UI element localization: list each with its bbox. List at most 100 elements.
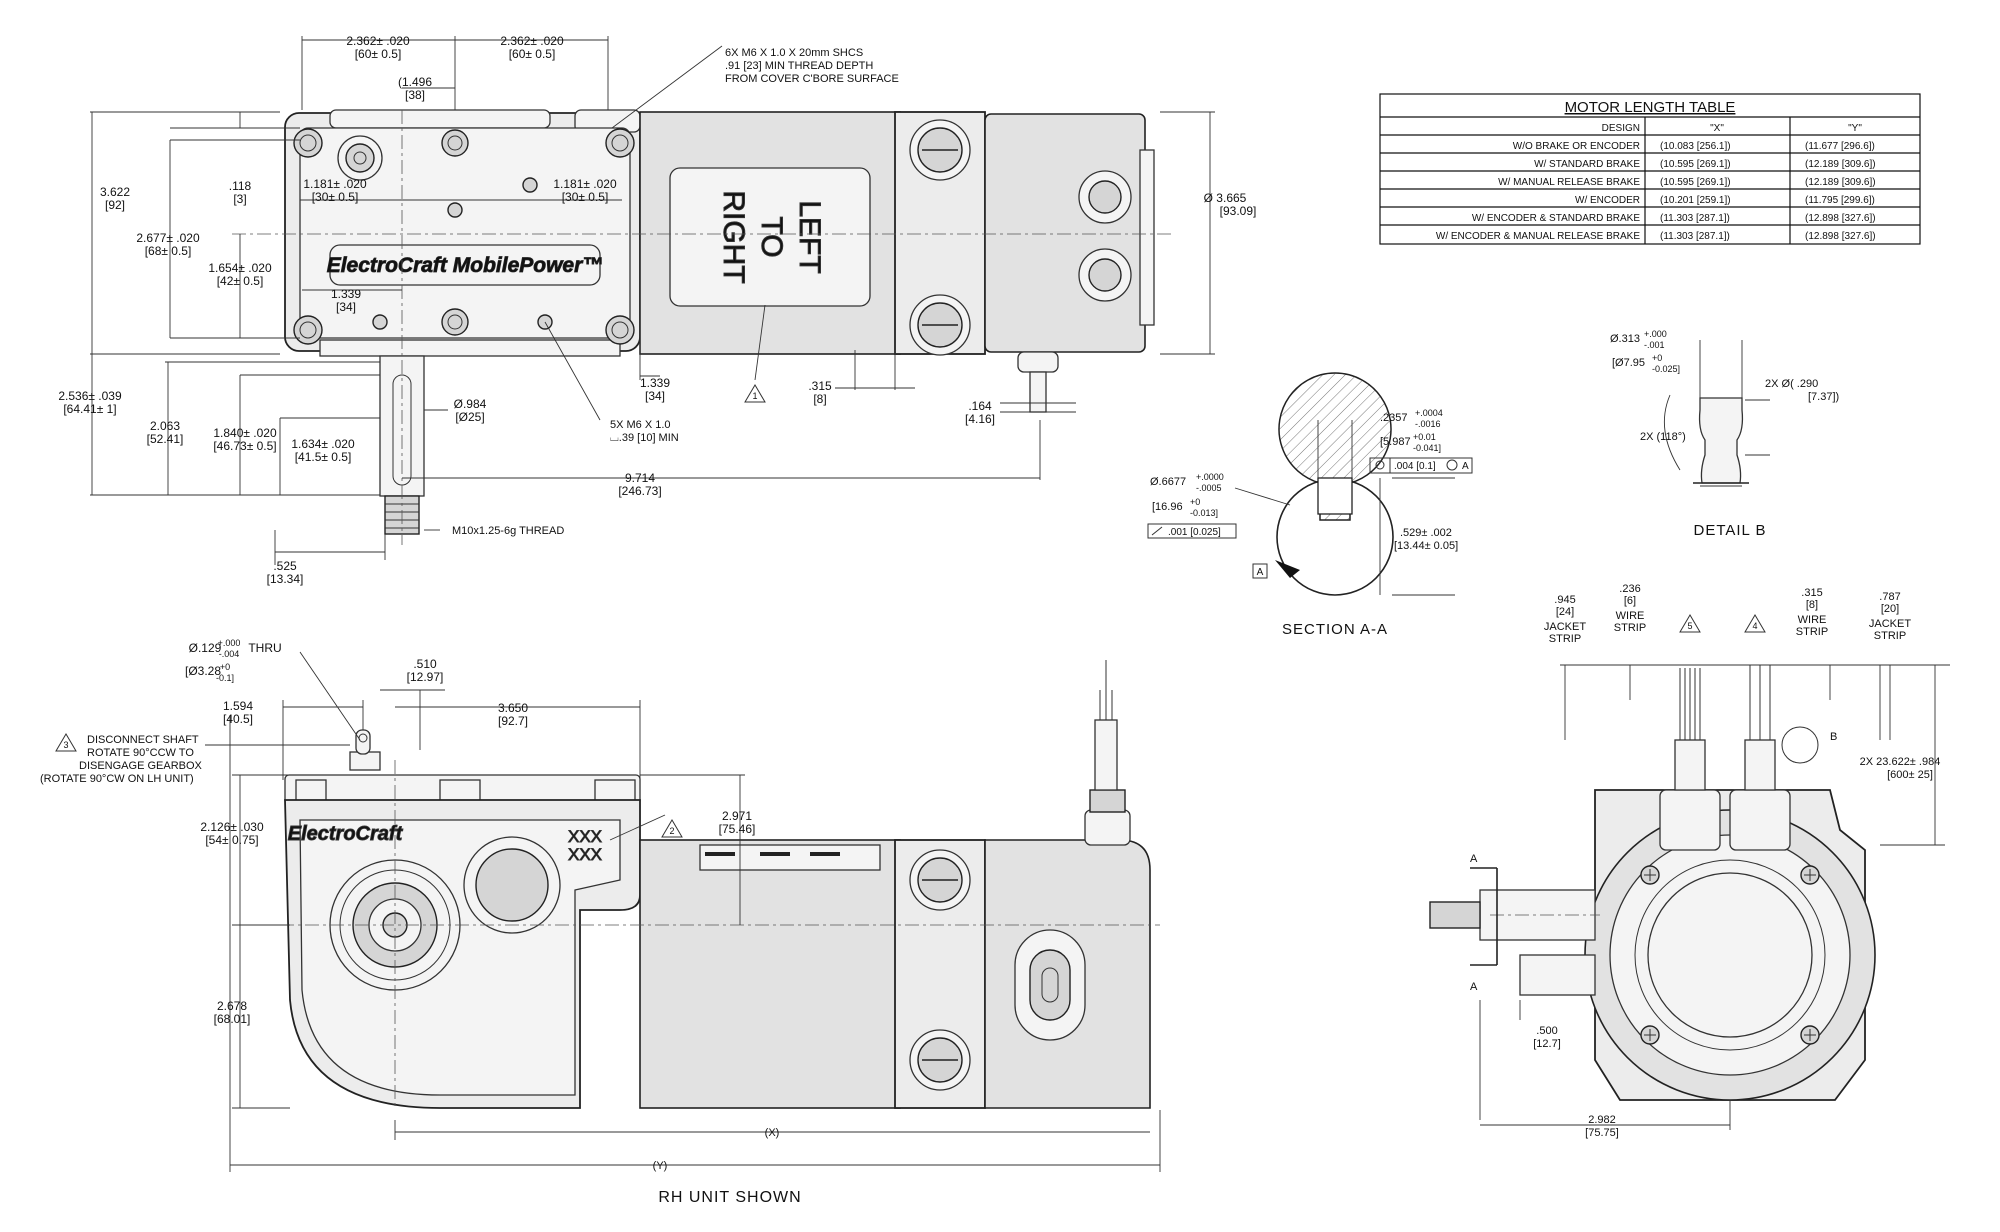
section-aa-label: SECTION A-A [1282,621,1388,638]
fd-3650m: [92.7] [498,714,528,728]
gland-left [1659,789,1721,851]
detb-pinm: [7.37]) [1808,391,1839,403]
table-cell: (11.303 [287.1]) [1660,231,1730,242]
dim-w2m: [60± 0.5] [509,47,556,61]
front-view: ElectroCraft XXX XXX [40,638,1161,1206]
ev-j2: .787 [1879,591,1900,603]
dim-h-totalm: [92] [105,198,125,212]
detb-pin: 2X Ø( .290 [1765,378,1818,390]
tri-4-num: 4 [1752,621,1757,631]
fd-thrum-up: +0 [220,662,230,672]
rh-unit-caption: RH UNIT SHOWN [658,1189,801,1206]
fd-2971m: [75.46] [719,822,756,836]
dim-h-1840m: [46.73± 0.5] [213,439,276,453]
sec-d1-up: +.0000 [1196,472,1224,482]
dim-h-1634m: [41.5± 0.5] [295,450,352,464]
ev-j2a: JACKET [1869,618,1911,630]
dim-h-1654: 1.654± .020 [208,261,272,275]
disc-note-4: (ROTATE 90°CW ON LH UNIT) [40,773,194,785]
cover-screw-icons [293,128,635,345]
ev-j1a: JACKET [1544,621,1586,633]
table-cell: (11.795 [299.6]) [1805,195,1875,206]
table-cell: W/ STANDARD BRAKE [1534,159,1640,170]
fd-2126: 2.126± .030 [200,820,264,834]
table-cell: (12.189 [309.6]) [1805,177,1876,188]
note-triangle-5 [1679,614,1701,633]
ev-w1m: [6] [1624,595,1636,607]
dim-len-9714m: [246.73] [618,484,661,498]
table-cell: (11.303 [287.1]) [1660,213,1730,224]
table-cell: W/ ENCODER & MANUAL RELEASE BRAKE [1436,231,1640,242]
ev-2982m: [75.75] [1585,1127,1619,1139]
note-tri-1-num: 1 [752,391,757,401]
sec-d1m-up: +0 [1190,497,1200,507]
table-cell: (10.595 [269.1]) [1660,177,1731,188]
disconnect-note: DISCONNECT SHAFT ROTATE 90°CCW TO DISENG… [40,734,203,785]
sec-pos: .004 [0.1] [1394,461,1436,472]
table-cell: (11.677 [296.6]) [1805,141,1875,152]
direction-label [669,167,871,307]
dir-left: LEFT [793,200,826,273]
idler-gear-icon [463,836,561,934]
fd-2971: 2.971 [722,809,752,823]
fd-thrum: [Ø3.28 [185,664,221,678]
dir-to: TO [755,216,788,257]
dim-h-164: .164 [968,399,992,413]
ev-w2a: WIRE [1798,614,1827,626]
table-cell: W/ MANUAL RELEASE BRAKE [1498,177,1640,188]
dim-dia-3665: Ø 3.665 [1204,191,1247,205]
ev-500: .500 [1536,1025,1557,1037]
fd-1594: 1.594 [223,699,253,713]
motor-body-front [639,839,901,1109]
table-cell: W/ ENCODER [1575,195,1640,206]
table-cell: W/ ENCODER & STANDARD BRAKE [1472,213,1640,224]
fd-3650: 3.650 [498,701,528,715]
note-screws-1: 6X M6 X 1.0 X 20mm SHCS [725,47,863,59]
end-view: B A A .945 [24] JACKET STRIP .236 [6] [1429,583,1950,1139]
dim-h-315m: [8] [813,392,826,406]
ev-2982: 2.982 [1588,1114,1616,1126]
ev-j2b: STRIP [1874,630,1906,642]
top-dimension-lines [90,36,1215,565]
detb-dm-up: +0 [1652,353,1662,363]
brand-plate [329,244,601,286]
dim-dia-3665m: [93.09] [1220,204,1257,218]
dim-h-1181am: [30± 0.5] [312,190,359,204]
dim-h-1339m: [34] [336,300,356,314]
dim-h-164m: [4.16] [965,412,995,426]
output-bearing-icon [329,859,461,991]
fd-2678: 2.678 [217,999,247,1013]
detb-d: Ø.313 [1610,333,1640,345]
note-screws-2: .91 [23] MIN THREAD DEPTH [725,60,873,72]
disc-note-1: DISCONNECT SHAFT [87,734,199,746]
sec-d1m-lo: -0.013] [1190,508,1218,518]
dim-shaft-d: Ø.984 [454,397,487,411]
motor-length-table: MOTOR LENGTH TABLE DESIGN "X" "Y" W/O BR… [1379,93,1921,245]
fd-thru-word: THRU [248,641,281,655]
end-dimension-lines [1479,664,1950,1130]
brand-text-top: ElectroCraft MobilePower™ [327,254,604,277]
dim-s-525: .525 [273,559,297,573]
ev-w1a: WIRE [1616,610,1645,622]
dim-h-1181b: 1.181± .020 [553,177,617,191]
dim-boltm: [38] [405,88,425,102]
ev-lead: 2X 23.622± .984 [1860,756,1941,768]
dim-w1m: [60± 0.5] [355,47,402,61]
end-dim-texts: .945 [24] JACKET STRIP .236 [6] WIRE STR… [1533,583,1940,1139]
table-cell: (12.898 [327.6]) [1805,231,1876,242]
ev-detail: B [1830,731,1837,743]
table-header-design: DESIGN [1602,123,1640,134]
fd-thru-lo: -.004 [219,649,240,659]
brush-cap-icons-front [909,849,971,1091]
table-title: MOTOR LENGTH TABLE [1565,99,1736,116]
dim-h-1840: 1.840± .020 [213,426,277,440]
note-triangle-1 [744,384,766,403]
gearbox-top-flange [329,109,551,129]
detb-d-lo: -.001 [1644,340,1665,350]
dim-h-118m: [3] [233,192,246,206]
sec-keym-up: +0.01 [1413,432,1436,442]
fd-thru-up: +.000 [218,638,241,648]
xxx-1: XXX [568,827,602,846]
top-dim-texts: 2.362± .020 [60± 0.5] 2.362± .020 [60± 0… [58,34,1256,586]
end-face-inner [1647,872,1813,1038]
